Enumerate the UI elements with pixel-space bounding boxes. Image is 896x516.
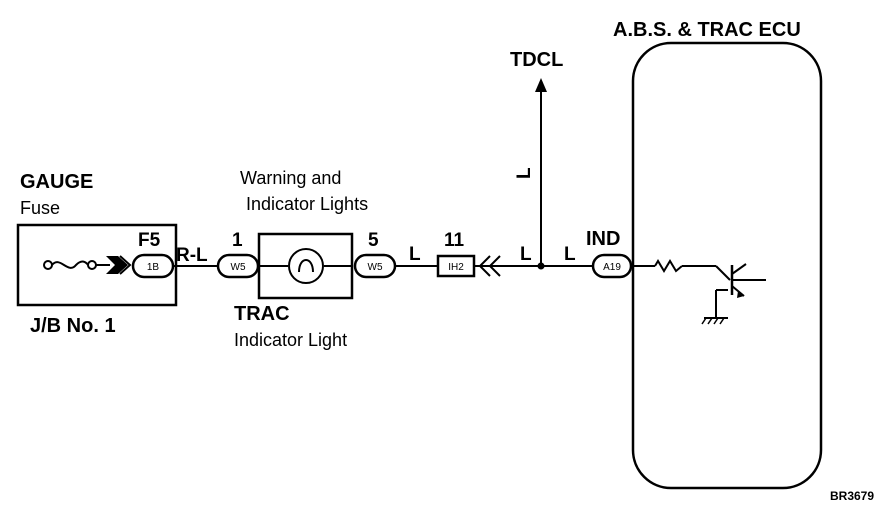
- junction-connector-label: IH2: [448, 262, 464, 273]
- junction-block-label: J/B No. 1: [30, 315, 116, 337]
- ground-icon: [701, 317, 728, 325]
- lamp-name-line-1: TRAC: [234, 303, 290, 325]
- ecu-terminal: IND: [586, 228, 620, 250]
- reference-code: BR3679: [830, 489, 874, 503]
- wire-label-junction-to-splice: L: [520, 244, 532, 265]
- fuse-terminal: F5: [138, 230, 161, 251]
- fuse-icon: [43, 260, 110, 270]
- resistor-icon: [654, 259, 683, 273]
- wire-label-splice-to-ecu: L: [564, 244, 576, 265]
- ecu-connector-label: A19: [603, 262, 621, 273]
- tdcl-label: TDCL: [510, 49, 563, 71]
- lamp-connector-out-label: W5: [368, 262, 383, 273]
- lamp-pin-out: 5: [368, 230, 379, 251]
- fuse-connector-label: 1B: [147, 262, 160, 273]
- ecu-title: A.B.S. & TRAC ECU: [613, 19, 801, 41]
- lamp-pin-in: 1: [232, 230, 243, 251]
- ecu-connector: [591, 253, 633, 279]
- connector-arrow-icon: [106, 255, 132, 275]
- junction-pin: 11: [444, 230, 465, 251]
- wire-label-fuse-to-lamp: R-L: [176, 245, 208, 266]
- fuse-name: GAUGE: [20, 171, 93, 193]
- lamp-group-line-1: Warning and: [240, 168, 341, 188]
- lamp-connector-in-label: W5: [231, 262, 246, 273]
- wire-label-tdcl: L: [514, 167, 535, 179]
- lamp-group-line-2: Indicator Lights: [246, 194, 368, 214]
- arrow-up-icon: [535, 78, 547, 92]
- transistor-icon: [730, 263, 766, 298]
- fuse-type: Fuse: [20, 198, 60, 218]
- lamp-name-line-2: Indicator Light: [234, 330, 347, 350]
- bulb-icon: [288, 248, 324, 284]
- wire-label-lamp-to-junction: L: [409, 244, 421, 265]
